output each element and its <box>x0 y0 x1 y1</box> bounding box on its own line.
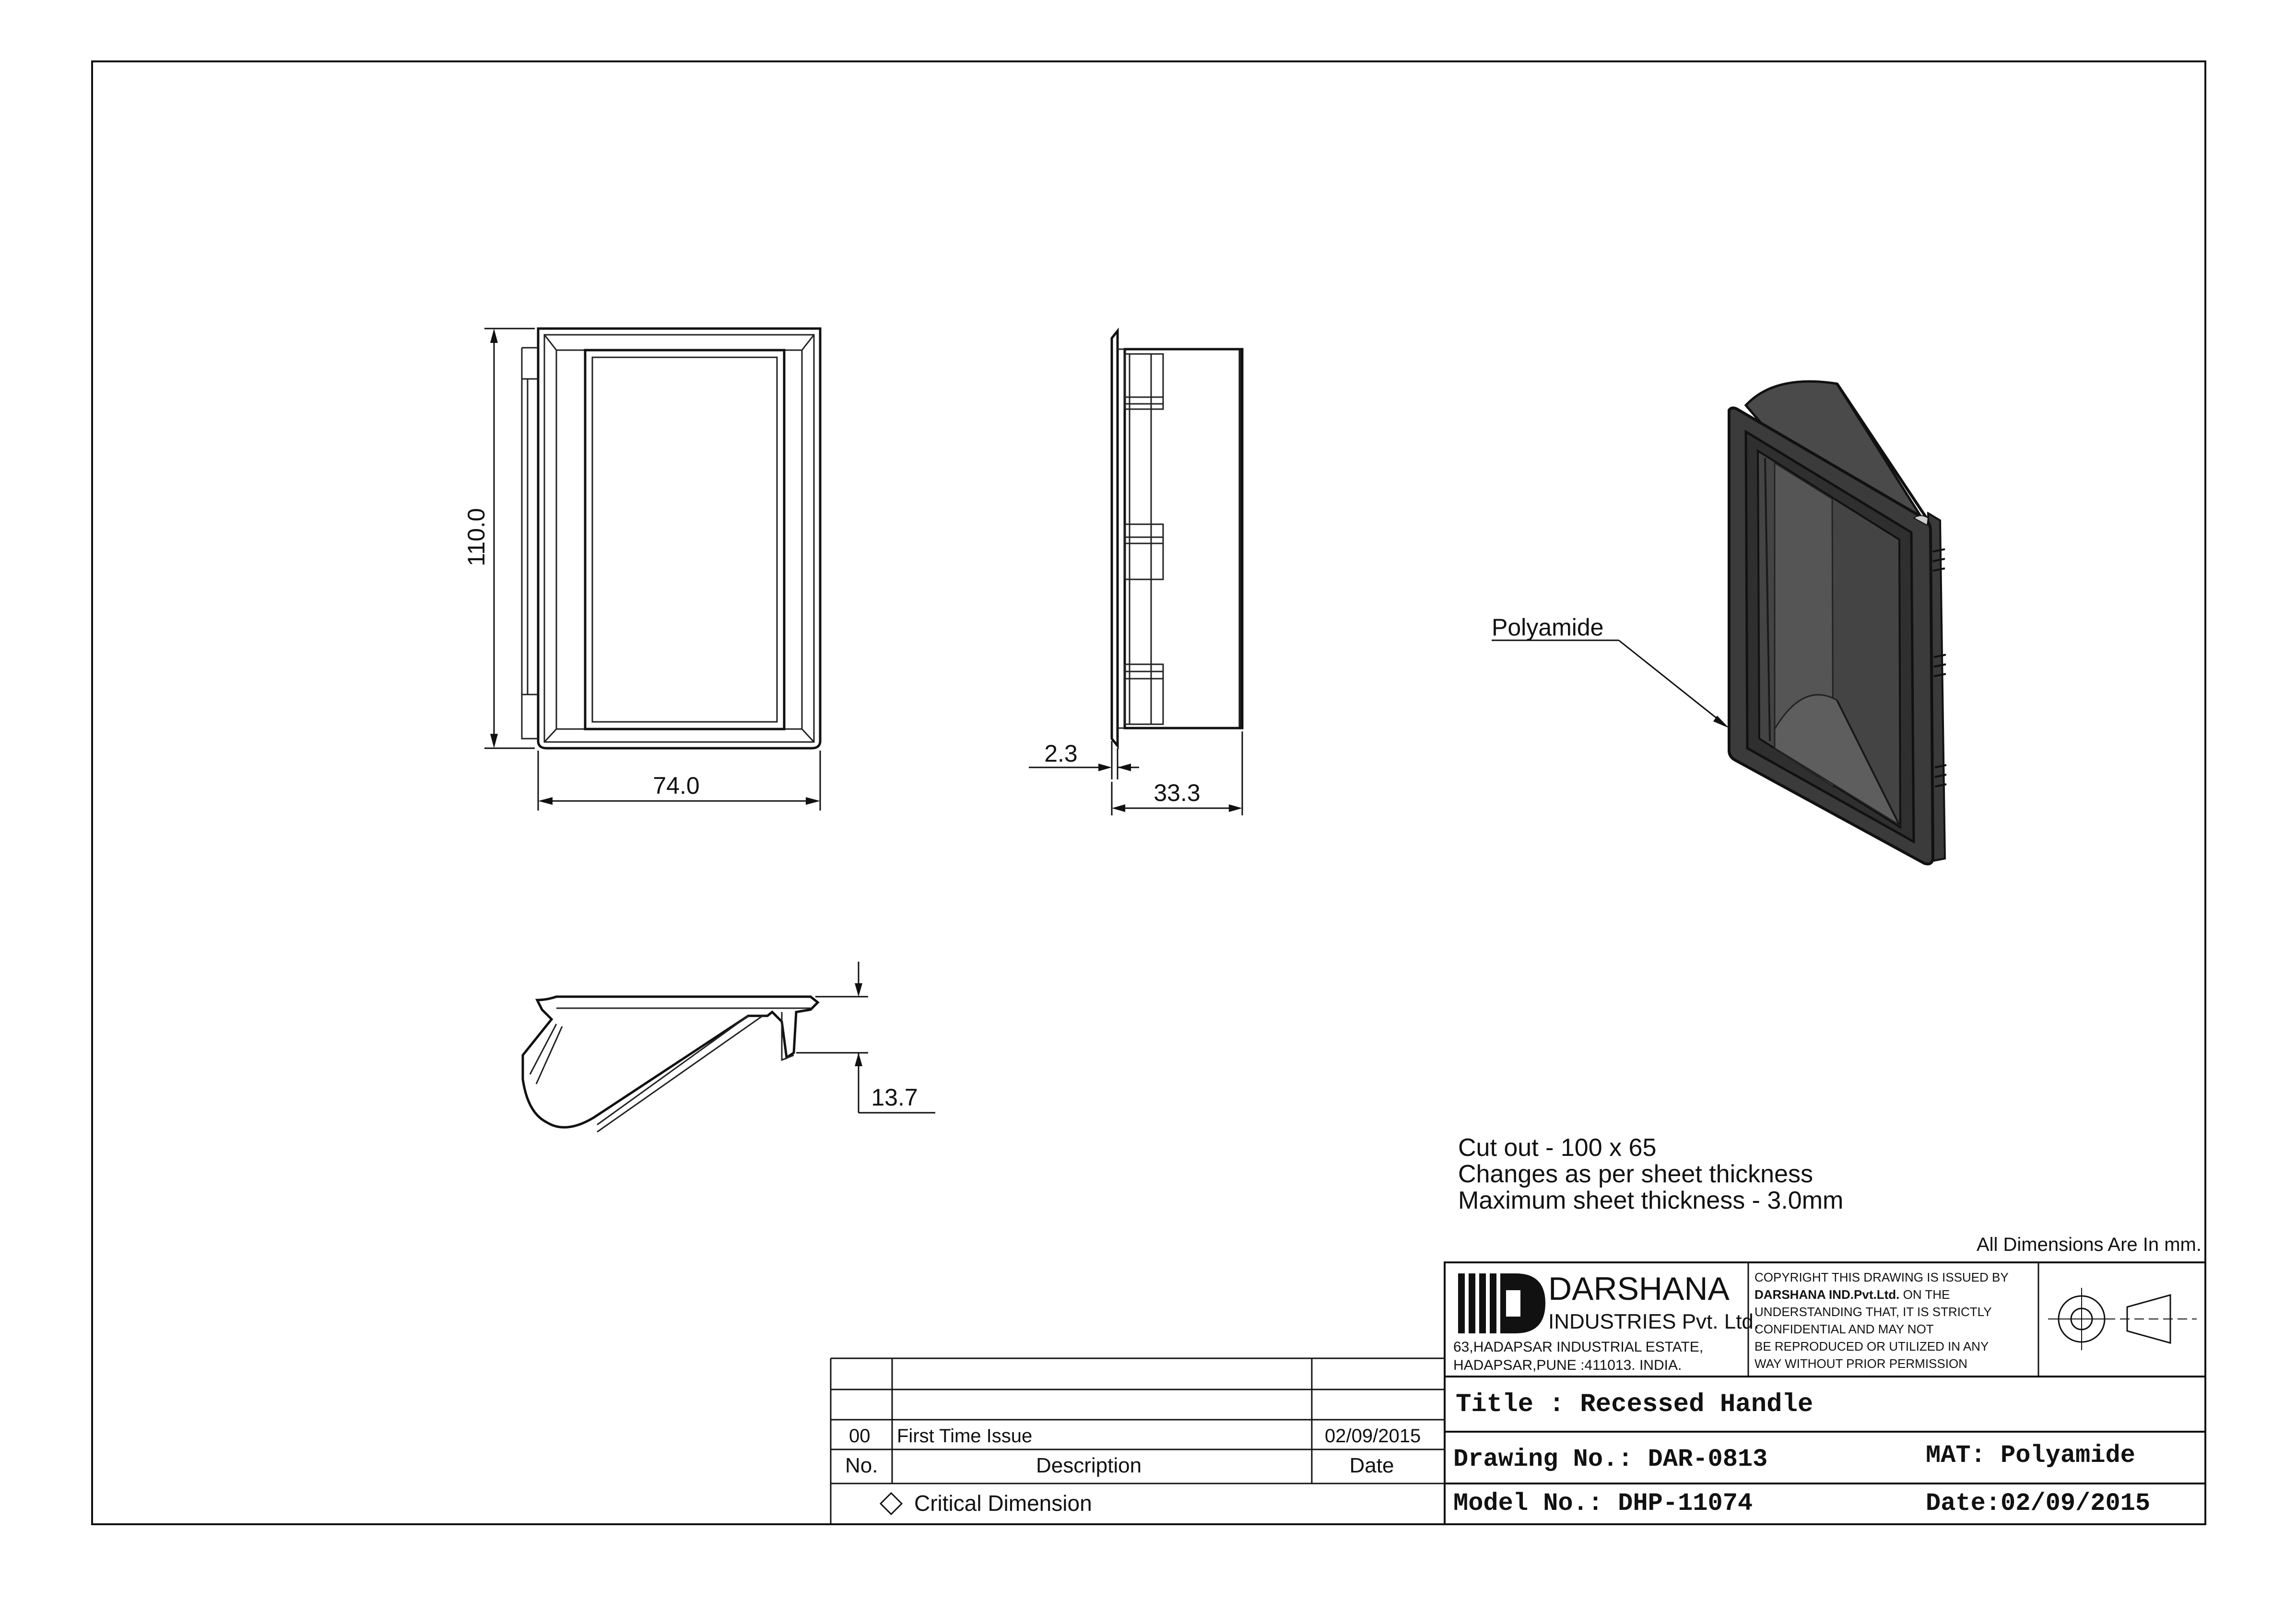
dim-flange-thickness-label: 2.3 <box>1044 740 1078 767</box>
critical-dimension-legend: Critical Dimension <box>914 1491 1092 1516</box>
revision-row-no: 00 <box>849 1425 871 1447</box>
material-callout: Polyamide <box>1492 614 1729 728</box>
drawing-material: MAT: Polyamide <box>1926 1441 2135 1470</box>
isometric-view <box>1728 380 1947 866</box>
company-address-line2: HADAPSAR,PUNE :411013. INDIA. <box>1453 1357 1682 1373</box>
dim-front-height: 110.0 <box>463 328 535 749</box>
top-view <box>521 995 820 1133</box>
revision-row-description: First Time Issue <box>897 1425 1032 1447</box>
sheet-border <box>91 60 2206 1525</box>
drawing-number: Drawing No.: DAR-0813 <box>1453 1445 1767 1473</box>
company-address-line1: 63,HADAPSAR INDUSTRIAL ESTATE, <box>1453 1339 1703 1355</box>
drawing-title: Title : Recessed Handle <box>1456 1390 1813 1419</box>
copyright-company: DARSHANA IND.Pvt.Ltd. <box>1754 1287 1899 1302</box>
copyright-line5: BE REPRODUCED OR UTILIZED IN ANY <box>1754 1339 1989 1354</box>
copyright-line3: UNDERSTANDING THAT, IT IS STRICTLY <box>1754 1305 1992 1319</box>
dim-top-height: 13.7 <box>796 962 935 1114</box>
front-view <box>521 327 822 750</box>
copyright-line1: COPYRIGHT THIS DRAWING IS ISSUED BY <box>1754 1270 2009 1284</box>
company-name: DARSHANA <box>1548 1271 1730 1307</box>
drawing-date: Date:02/09/2015 <box>1926 1489 2150 1518</box>
dim-flange-thickness: 2.3 <box>1029 740 1139 779</box>
dim-side-depth-label: 33.3 <box>1154 779 1200 806</box>
side-view <box>1110 327 1244 750</box>
company-logo <box>1458 1273 1545 1333</box>
copyright-line2-rest: ON THE <box>1899 1287 1950 1302</box>
dim-top-height-label: 13.7 <box>871 1084 918 1111</box>
note-changes: Changes as per sheet thickness <box>1458 1160 1813 1188</box>
revision-header-description: Description <box>1036 1454 1142 1477</box>
notes-block: Cut out - 100 x 65 Changes as per sheet … <box>1458 1134 2202 1255</box>
note-cutout: Cut out - 100 x 65 <box>1458 1134 1656 1162</box>
dim-front-width: 74.0 <box>537 751 821 811</box>
copyright-line4: CONFIDENTIAL AND MAY NOT <box>1754 1322 1934 1336</box>
dim-side-depth: 33.3 <box>1111 731 1243 815</box>
dim-front-width-label: 74.0 <box>653 772 699 799</box>
revision-table: 00 First Time Issue 02/09/2015 No. Descr… <box>830 1357 1445 1524</box>
title-block: DARSHANA INDUSTRIES Pvt. Ltd. 63,HADAPSA… <box>1444 1261 2206 1525</box>
critical-dimension-diamond-icon <box>879 1492 903 1516</box>
projection-symbol <box>2048 1288 2197 1350</box>
company-subname: INDUSTRIES Pvt. Ltd. <box>1548 1310 1759 1333</box>
dim-front-height-label: 110.0 <box>463 508 490 566</box>
units-note: All Dimensions Are In mm. <box>1977 1234 2202 1255</box>
copyright-line2: DARSHANA IND.Pvt.Ltd. ON THE <box>1754 1287 1950 1302</box>
model-number: Model No.: DHP-11074 <box>1453 1489 1753 1518</box>
revision-header-date: Date <box>1350 1454 1394 1477</box>
note-max-thickness: Maximum sheet thickness - 3.0mm <box>1458 1187 1843 1214</box>
copyright-line6: WAY WITHOUT PRIOR PERMISSION <box>1754 1356 1967 1371</box>
material-callout-label: Polyamide <box>1492 614 1603 641</box>
revision-header-no: No. <box>845 1454 878 1477</box>
revision-row-date: 02/09/2015 <box>1325 1425 1421 1447</box>
